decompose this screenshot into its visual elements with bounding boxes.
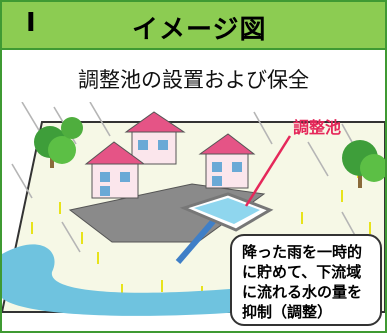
explanation-callout: 降った雨を一時的 に貯めて、下流域 に流れる水の量を 抑制（調整） xyxy=(230,234,382,326)
diagram-subtitle: 調整池の設置および保全 xyxy=(78,68,309,92)
houses xyxy=(84,111,256,199)
callout-line-3: に流れる水の量を xyxy=(242,283,363,301)
callout-line-2: に貯めて、下流域 xyxy=(242,263,362,281)
outlet-channel xyxy=(175,216,219,264)
pond-water xyxy=(194,198,260,224)
retention-pond-label: 調整池 xyxy=(293,118,342,137)
river xyxy=(2,244,242,316)
trees xyxy=(34,117,385,188)
label-pointer xyxy=(244,135,292,207)
callout-line-1: 降った雨を一時的 xyxy=(242,243,363,261)
section-number: Ⅰ xyxy=(26,8,36,38)
panel-header: Ⅰ イメージ図 xyxy=(2,2,385,50)
callout-line-4: 抑制（調整） xyxy=(242,303,333,321)
section-title: イメージ図 xyxy=(132,15,267,45)
